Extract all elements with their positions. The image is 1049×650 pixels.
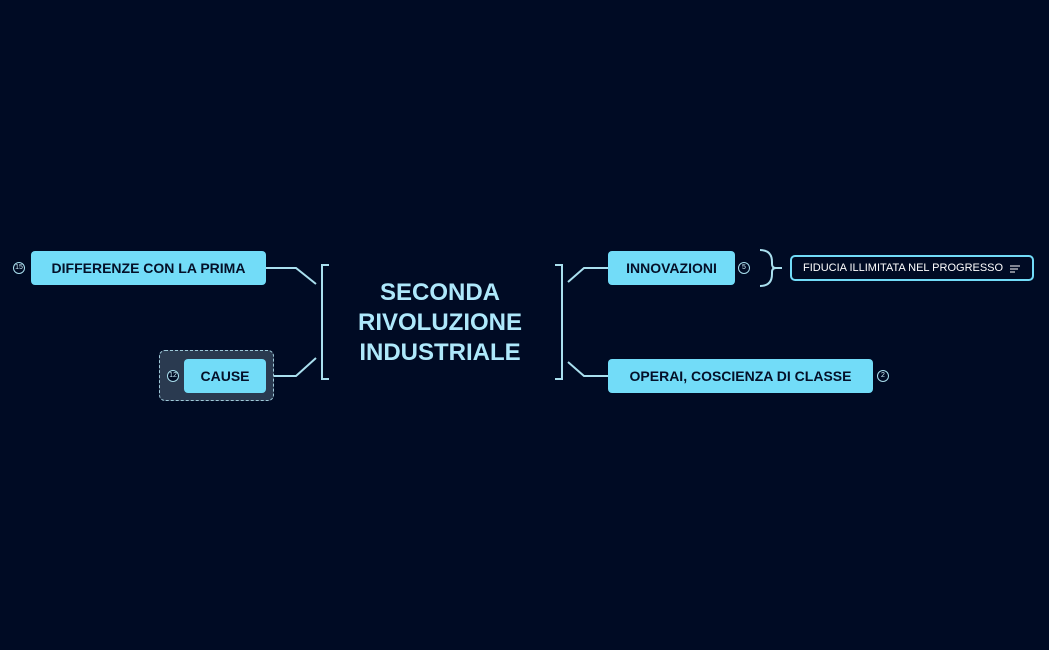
collapsed-count-badge[interactable]: 2 (877, 370, 889, 382)
central-topic[interactable]: SECONDA RIVOLUZIONE INDUSTRIALE (357, 279, 522, 366)
topic-innovazioni[interactable]: INNOVAZIONI (608, 251, 735, 285)
notes-icon[interactable] (1010, 265, 1020, 273)
right-bracket (555, 264, 563, 380)
topic-label: CAUSE (200, 368, 250, 384)
collapsed-count-badge[interactable]: 5 (738, 262, 750, 274)
connector-innovazioni (567, 267, 608, 283)
collapsed-count-badge[interactable]: 12 (167, 370, 179, 382)
topic-label: OPERAI, COSCIENZA DI CLASSE (629, 368, 852, 384)
topic-differenze-con-la-prima[interactable]: DIFFERENZE CON LA PRIMA (31, 251, 266, 285)
connector-cause (266, 357, 317, 377)
connector-operai (567, 361, 608, 377)
topic-label: INNOVAZIONI (626, 260, 717, 276)
summary-topic[interactable]: FIDUCIA ILLIMITATA NEL PROGRESSO (790, 255, 1034, 281)
collapsed-count-badge[interactable]: 15 (13, 262, 25, 274)
left-bracket (321, 264, 329, 380)
summary-label: FIDUCIA ILLIMITATA NEL PROGRESSO (803, 262, 1004, 274)
connector-differenze (266, 267, 317, 285)
topic-operai-coscienza-di-classe[interactable]: OPERAI, COSCIENZA DI CLASSE (608, 359, 873, 393)
topic-label: DIFFERENZE CON LA PRIMA (51, 260, 246, 276)
summary-brace (759, 249, 777, 287)
topic-cause[interactable]: CAUSE (184, 359, 266, 393)
